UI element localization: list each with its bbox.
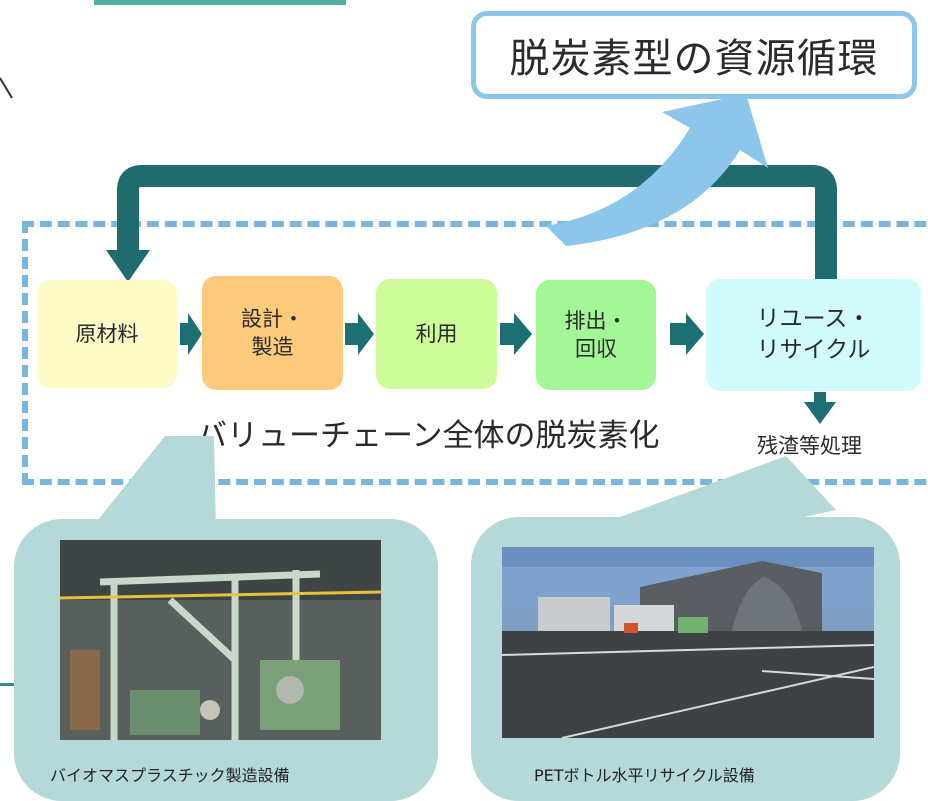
callout-tail-right [612,456,836,520]
biomass-plastic-facility-photo [60,540,381,740]
flow-arrow-3 [500,313,532,355]
caption-biomass-plastic: バイオマスプラスチック製造設備 [50,766,290,785]
flow-arrow-2 [345,313,374,355]
caption-pet-recycling: PETボトル水平リサイクル設備 [534,766,755,785]
decorative-top-line [94,0,346,5]
step-raw-material: 原材料 [37,280,177,388]
step-reuse-recycle: リユース・ リサイクル [706,279,921,391]
sky-arrow [546,94,768,246]
flow-arrow-1 [180,313,202,355]
step-design-manufacture: 設計・ 製造 [202,276,343,390]
residue-label: 残渣等処理 [757,434,862,458]
value-chain-label: バリューチェーン全体の脱炭素化 [196,418,660,454]
title-box: 脱炭素型の資源循環 [471,11,917,99]
loop-arrowhead [106,250,150,282]
step-use: 利用 [376,279,497,389]
decorative-left-line [0,683,15,686]
value-chain-frame [22,221,928,485]
flow-arrow-4 [670,313,704,355]
residue-arrow [804,392,836,424]
step-discharge-collection: 排出・ 回収 [536,280,656,390]
callout-tail-left [90,436,216,530]
pet-recycling-plant-photo [502,547,874,738]
loop-arrow [117,165,837,283]
